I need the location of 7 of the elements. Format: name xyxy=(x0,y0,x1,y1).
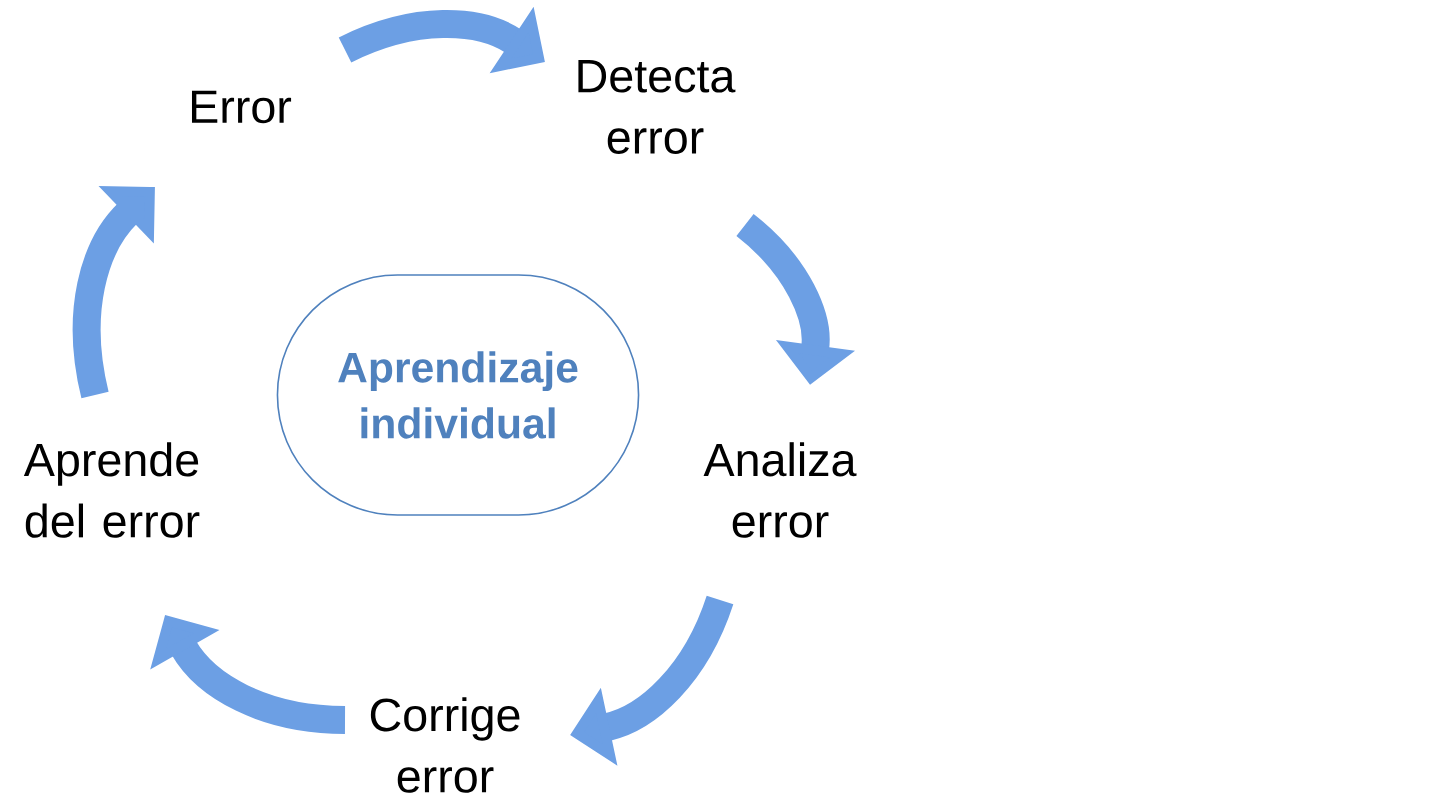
step-label: Error xyxy=(192,90,292,124)
curved-arrow xyxy=(72,186,155,398)
rounded-box: Aprendizaje individual xyxy=(276,274,640,516)
step-label: Aprende del error xyxy=(23,442,200,538)
step-label: Corrige error xyxy=(370,697,520,793)
step-label: Detecta error xyxy=(578,60,736,154)
step-label: Analiza error xyxy=(703,442,857,538)
